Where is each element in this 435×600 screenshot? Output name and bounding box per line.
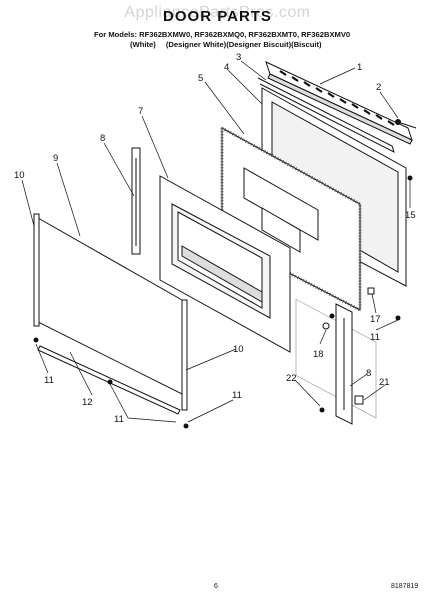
callout-5: 5 xyxy=(198,73,203,84)
callout-15: 15 xyxy=(405,210,416,221)
callout-10-right: 10 xyxy=(233,344,244,355)
callout-1: 1 xyxy=(357,62,362,73)
callout-11-c: 11 xyxy=(232,390,242,401)
callout-8-left: 8 xyxy=(100,133,105,144)
page-title: DOOR PARTS xyxy=(163,8,272,25)
document-number: 8187819 xyxy=(391,583,419,590)
variant-white: (White) xyxy=(130,40,156,49)
model-variants: (White) (Designer White)(Designer Biscui… xyxy=(130,40,330,49)
callout-22: 22 xyxy=(286,373,297,384)
callout-11-b: 11 xyxy=(114,414,124,425)
door-insulation xyxy=(220,125,362,313)
callout-4: 4 xyxy=(224,62,229,73)
callout-12: 12 xyxy=(82,397,93,408)
callout-10-left: 10 xyxy=(14,170,25,181)
callout-3: 3 xyxy=(236,52,241,63)
clip-part-17 xyxy=(367,287,375,295)
callout-8-right: 8 xyxy=(366,368,371,379)
callout-2: 2 xyxy=(376,82,381,93)
watermark: AppliancePartsPros.com xyxy=(124,4,311,21)
door-channel xyxy=(257,77,395,153)
models-line: For Models: RF362BXMW0, RF362BXMQ0, RF36… xyxy=(94,30,351,39)
callout-9: 9 xyxy=(53,153,58,164)
inner-door-panel xyxy=(159,175,291,353)
callout-11-a: 11 xyxy=(44,375,54,386)
variant-designer: (Designer White)(Designer Biscuit)(Biscu… xyxy=(165,40,322,49)
callout-7: 7 xyxy=(138,106,143,117)
door-top-vent-trim xyxy=(265,61,413,145)
side-trim-right xyxy=(181,299,188,411)
clip-part-21 xyxy=(354,395,364,405)
callout-11-d: 11 xyxy=(370,332,380,343)
side-trim-left xyxy=(33,213,40,327)
door-hinge-left xyxy=(131,147,141,255)
callout-21: 21 xyxy=(379,377,390,388)
door-hinge-right xyxy=(335,303,353,425)
screw-part-2 xyxy=(395,119,417,129)
grommet-part-18 xyxy=(322,322,330,330)
callout-17: 17 xyxy=(370,314,381,325)
callout-18: 18 xyxy=(313,349,324,360)
page-number: 6 xyxy=(214,583,218,590)
